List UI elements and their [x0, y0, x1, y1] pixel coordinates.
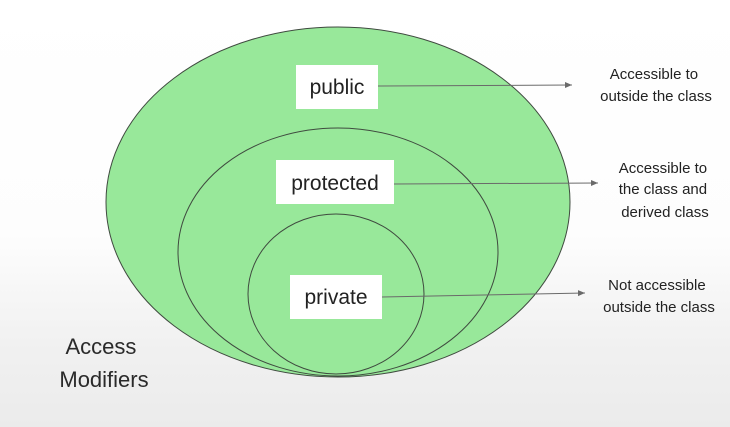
protected-description-line-1: Accessible to — [619, 160, 707, 177]
private-description-line-2: outside the class — [603, 299, 715, 316]
private-description: Not accessible outside the class — [603, 277, 715, 316]
diagram-title-line-1: Access — [65, 334, 136, 359]
public-label: public — [310, 76, 365, 99]
public-label-box — [296, 65, 378, 109]
protected-label: protected — [291, 172, 379, 195]
public-description: Accessible to outside the class — [600, 66, 712, 105]
protected-scope-ellipse — [177, 127, 499, 377]
private-description-line-1: Not accessible — [608, 277, 706, 294]
modifier-protected: protected Accessible to the class and de… — [276, 160, 712, 221]
modifier-public: public Accessible to outside the class — [296, 65, 712, 109]
protected-label-box — [276, 160, 394, 204]
modifier-private: private Not accessible outside the class — [290, 275, 715, 319]
public-arrow — [377, 82, 573, 89]
public-description-line-2: outside the class — [600, 88, 712, 105]
private-label: private — [304, 286, 367, 309]
diagram-title: Access Modifiers — [59, 334, 148, 392]
protected-description: Accessible to the class and derived clas… — [619, 160, 712, 221]
private-scope-ellipse — [247, 213, 425, 375]
private-arrow — [381, 290, 586, 298]
protected-description-line-3: derived class — [621, 204, 709, 221]
public-description-line-1: Accessible to — [610, 66, 698, 83]
protected-arrow — [393, 180, 599, 187]
diagram-title-line-2: Modifiers — [59, 367, 148, 392]
protected-description-line-2: the class and — [619, 181, 707, 198]
private-label-box — [290, 275, 382, 319]
